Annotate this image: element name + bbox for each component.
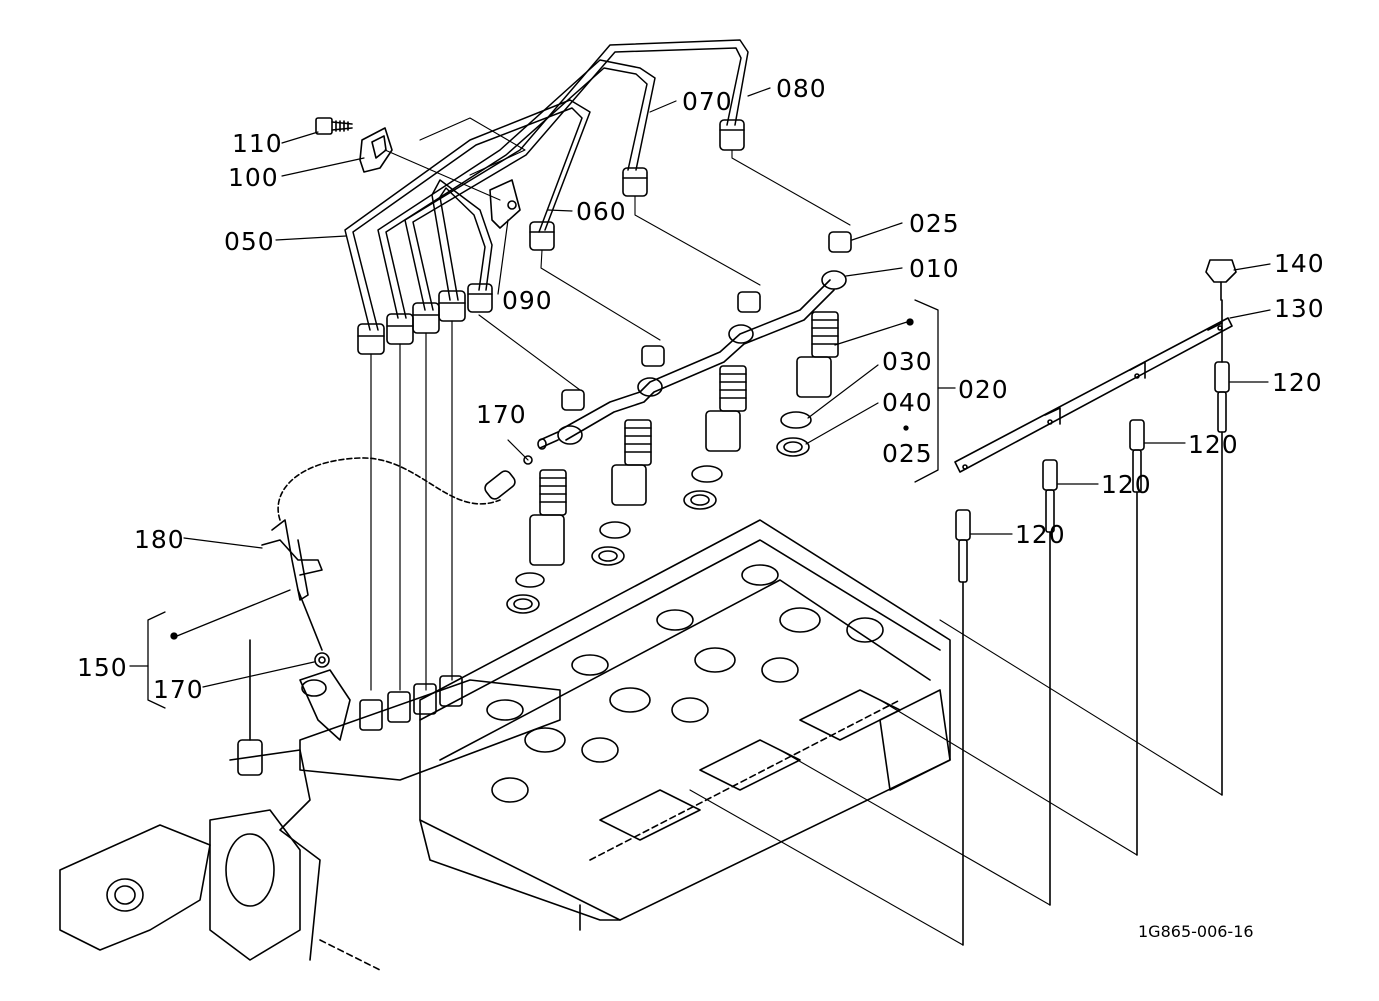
label-leaders: [183, 87, 1271, 688]
nozzle-1: [506, 469, 567, 614]
glow-plug-nut: [1205, 259, 1237, 301]
callout-150: 150: [77, 653, 128, 682]
drawing-code: 1G865-006-16: [1138, 922, 1254, 941]
callout-090: 090: [502, 286, 553, 315]
callout-120-right: 120: [1272, 368, 1323, 397]
leak-off-nuts: [561, 231, 852, 411]
pipe-nuts-pump-end: [357, 290, 466, 355]
injection-pipe-bundle: [344, 39, 749, 331]
callout-080: 080: [776, 74, 827, 103]
pipe-clamp: [359, 127, 393, 173]
leak-off-pipe: [537, 270, 847, 450]
group-bracket-020: [834, 299, 956, 483]
callout-170-top: 170: [476, 400, 527, 429]
callout-010: 010: [909, 254, 960, 283]
callout-020: 020: [958, 375, 1009, 404]
callout-060: 060: [576, 197, 627, 226]
callout-040: 040: [882, 388, 933, 417]
callout-025-top: 025: [909, 209, 960, 238]
glow-plugs: [955, 299, 1230, 946]
callout-050: 050: [224, 227, 275, 256]
nozzle-2: [591, 419, 652, 566]
guide-lines: [478, 149, 851, 391]
callout-180: 180: [134, 525, 185, 554]
glow-plug-guides: [689, 619, 1223, 946]
glow-plug-lead: [954, 317, 1233, 473]
group-bracket-150: [129, 589, 291, 709]
callout-110: 110: [232, 129, 283, 158]
callout-120-left: 120: [1015, 520, 1066, 549]
callout-025-bottom: 025: [882, 439, 933, 468]
callout-030: 030: [882, 347, 933, 376]
return-hose: [261, 455, 533, 668]
clamp-bolt: [315, 117, 353, 135]
pump-leader-lines: [370, 320, 453, 691]
pipe-bracket: [489, 179, 521, 229]
injection-pump: [299, 669, 561, 781]
callout-140: 140: [1274, 249, 1325, 278]
nozzle-3: [683, 365, 747, 510]
nozzle-4: [776, 311, 839, 457]
cylinder-head: [419, 519, 951, 931]
callout-130: 130: [1274, 294, 1325, 323]
engine-block-partial: [59, 639, 381, 971]
callout-170-bottom: 170: [153, 675, 204, 704]
callout-100: 100: [228, 163, 279, 192]
callout-120-mid-left: 120: [1101, 470, 1152, 499]
callout-070: 070: [682, 87, 733, 116]
callout-120-mid-right: 120: [1188, 430, 1239, 459]
